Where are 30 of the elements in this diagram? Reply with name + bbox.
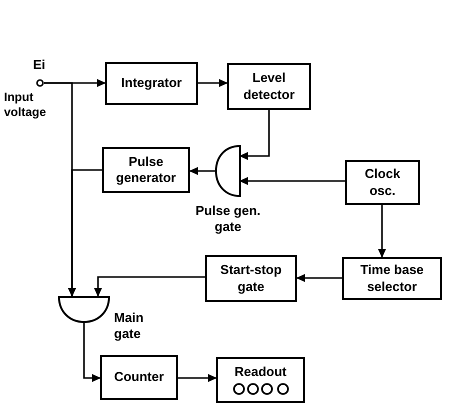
process-box bbox=[100, 355, 178, 400]
readout-box bbox=[216, 357, 305, 403]
arrow bbox=[178, 374, 217, 382]
arrow bbox=[68, 169, 102, 297]
arrow bbox=[198, 79, 228, 87]
process-box bbox=[345, 160, 420, 205]
process-box bbox=[102, 147, 190, 193]
box-label: Counter bbox=[114, 369, 164, 386]
box-label: Integrator bbox=[121, 75, 182, 92]
box-label: Readout bbox=[234, 364, 286, 380]
arrow bbox=[239, 177, 345, 185]
terminal-label: Ei bbox=[33, 58, 46, 71]
box-label: Time base selector bbox=[359, 262, 425, 295]
process-box bbox=[342, 257, 442, 300]
box-label: Clock osc. bbox=[364, 166, 402, 199]
arrow bbox=[378, 205, 386, 258]
arrow bbox=[189, 167, 215, 175]
box-label: Start-stop gate bbox=[219, 262, 283, 295]
box-label: Level detector bbox=[242, 70, 296, 103]
arrow bbox=[83, 322, 101, 382]
gate-label: Pulse gen. gate bbox=[194, 203, 262, 236]
box-label: Pulse generator bbox=[115, 154, 177, 186]
arrow bbox=[239, 110, 270, 160]
process-box bbox=[227, 63, 311, 110]
signal-label: Input voltage bbox=[4, 90, 48, 120]
arrow bbox=[94, 276, 205, 297]
process-box bbox=[105, 62, 198, 105]
gate-label: Main gate bbox=[114, 310, 145, 342]
process-box bbox=[205, 255, 297, 302]
arrow bbox=[296, 274, 342, 282]
